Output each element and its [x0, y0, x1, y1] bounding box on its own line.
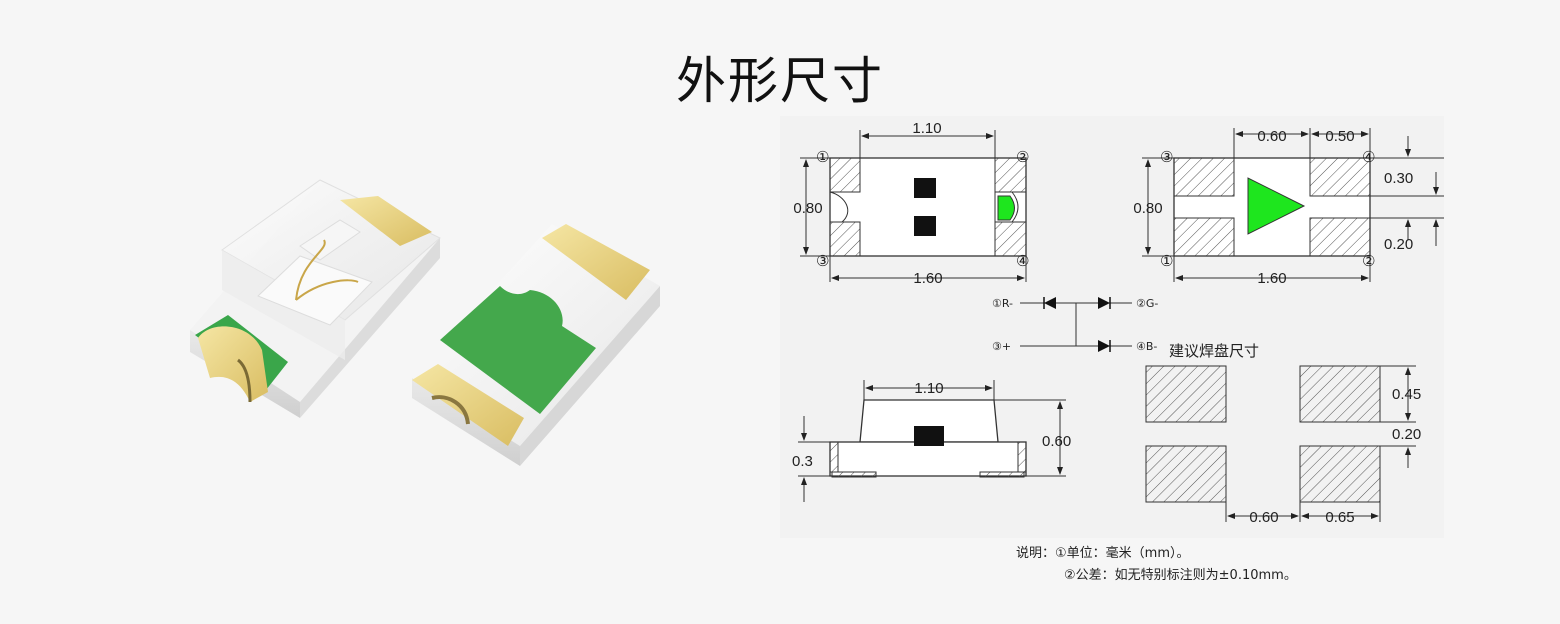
bottom-pin-1: ①: [1160, 252, 1173, 270]
technical-drawing: 1.10 0.80 1.60 ① ② ③ ④ 0.60 0.50 0: [792, 120, 1444, 526]
product-renderings: [190, 179, 660, 466]
bottom-dim-gap: 0.60: [1257, 128, 1286, 145]
diode-g: [1098, 297, 1110, 309]
bottom-dim-pad-h: 0.30: [1384, 170, 1413, 187]
side-chip: [914, 426, 944, 446]
top-green-led: [997, 195, 1015, 221]
pad-layout: 建议焊盘尺寸 0.45 0.20 0.60 0.65: [1145, 342, 1421, 526]
circuit-label-g: ②G-: [1136, 297, 1158, 310]
bottom-dim-width: 1.60: [1257, 270, 1286, 287]
bottom-dim-pad: 0.50: [1325, 128, 1354, 145]
top-pin-1: ①: [816, 148, 829, 166]
bottom-pin-3: ③: [1160, 148, 1173, 166]
notes: 说明：①单位：毫米（mm）。 ②公差：如无特别标注则为±0.10mm。: [1016, 543, 1297, 587]
top-dim-height: 0.80: [793, 200, 822, 217]
bottom-dim-pad-gap: 0.20: [1384, 236, 1413, 253]
top-dim-width-top: 1.10: [912, 120, 941, 137]
drawing-panel: 1.10 0.80 1.60 ① ② ③ ④ 0.60 0.50 0: [780, 116, 1444, 538]
bottom-dim-height: 0.80: [1133, 200, 1162, 217]
pad-bottom-left: [1145, 445, 1227, 503]
side-dim-base: 0.3: [792, 453, 813, 470]
top-chip-b: [914, 216, 936, 236]
pad-dim-height: 0.45: [1392, 386, 1421, 403]
side-dim-width: 1.10: [914, 380, 943, 397]
pad-bottom-right: [1299, 445, 1381, 503]
pad-dim-gap-h: 0.60: [1249, 509, 1278, 526]
side-dim-height: 0.60: [1042, 433, 1071, 450]
top-pin-4: ④: [1016, 252, 1029, 270]
bottom-view: 0.60 0.50 0.80 0.30 0.20 1.60 ③ ④ ① ②: [1133, 128, 1444, 287]
right-led-chip: [412, 224, 660, 466]
top-pin-3: ③: [816, 252, 829, 270]
pad-layout-title: 建议焊盘尺寸: [1169, 342, 1259, 360]
page-title: 外形尺寸: [676, 52, 884, 110]
top-view: 1.10 0.80 1.60 ① ② ③ ④: [793, 120, 1029, 287]
circuit-label-b: ④B-: [1136, 340, 1157, 353]
diode-b: [1098, 340, 1110, 352]
bottom-pin-2: ②: [1362, 252, 1375, 270]
pad-top-right: [1299, 365, 1381, 423]
top-chip-r: [914, 178, 936, 198]
top-pin-2: ②: [1016, 148, 1029, 166]
note-line-1: 说明：①单位：毫米（mm）。: [1016, 546, 1190, 561]
circuit-schematic: ①R- ②G- ③+ ④B-: [992, 297, 1158, 353]
bottom-pin-4: ④: [1362, 148, 1375, 166]
top-dim-width-bottom: 1.60: [913, 270, 942, 287]
note-line-2: ②公差：如无特别标注则为±0.10mm。: [1064, 568, 1297, 583]
circuit-label-plus: ③+: [992, 340, 1011, 353]
pad-top-left: [1145, 365, 1227, 423]
diode-r: [1044, 297, 1056, 309]
side-view: 1.10 0.60 0.3: [792, 380, 1071, 502]
bottom-polarity-mark: [1247, 177, 1306, 235]
pad-dim-width: 0.65: [1325, 509, 1354, 526]
circuit-label-r: ①R-: [992, 297, 1013, 310]
pad-dim-gap-v: 0.20: [1392, 426, 1421, 443]
left-led-chip: [190, 179, 441, 418]
